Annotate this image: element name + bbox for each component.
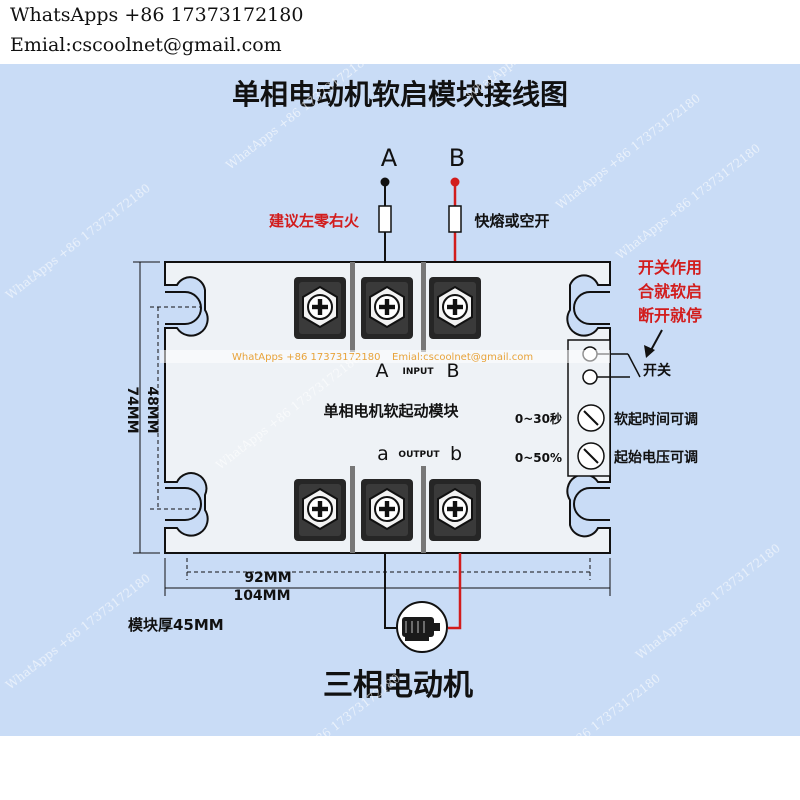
watermark-7: WhatApps +86 17373172180 bbox=[633, 541, 783, 662]
dim-width-outer: 104MM bbox=[233, 588, 290, 604]
output-text: OUTPUT bbox=[398, 450, 440, 460]
time-range: 0~30秒 bbox=[515, 411, 562, 426]
switch-label: 开关 bbox=[643, 362, 671, 379]
fuse-left-note: 建议左零右火 bbox=[269, 212, 360, 230]
terminal-output-3 bbox=[428, 478, 482, 542]
watermark-3: WhatApps +86 17373172180 bbox=[3, 181, 153, 302]
voltage-range: 0~50% bbox=[515, 451, 562, 465]
input-b-label: B bbox=[449, 144, 465, 172]
dim-height-inner: 48MM bbox=[144, 386, 160, 433]
terminal-input-1 bbox=[293, 276, 347, 340]
banner-whatsapp: WhatApps +86 17373172180 bbox=[232, 352, 380, 363]
banner-email: Emial:cscoolnet@gmail.com bbox=[392, 352, 533, 363]
switch-note-3: 断开就停 bbox=[638, 306, 702, 325]
terminal-input-b: B bbox=[446, 360, 459, 382]
switch-terminal-2 bbox=[582, 369, 598, 385]
mount-slot-bl bbox=[165, 487, 202, 521]
time-label: 软起时间可调 bbox=[614, 411, 698, 428]
motor-icon bbox=[396, 601, 448, 653]
contact-email: Emial:cscoolnet@gmail.com bbox=[10, 34, 282, 56]
switch-note-2: 合就软启 bbox=[638, 282, 702, 301]
terminal-output-1 bbox=[293, 478, 347, 542]
thickness-label: 模块厚45MM bbox=[128, 616, 224, 634]
dim-width-inner: 92MM bbox=[244, 570, 291, 586]
terminal-input-2 bbox=[360, 276, 414, 340]
switch-note-1: 开关作用 bbox=[638, 258, 702, 277]
watermark-9: WhatApps +86 17373172180 bbox=[513, 671, 663, 792]
input-a-label: A bbox=[381, 144, 398, 172]
mount-slot-br bbox=[573, 487, 610, 521]
motor-label: 三相电动机 bbox=[323, 668, 473, 703]
diagram-title: 单相电动机软启模块接线图 bbox=[232, 78, 568, 111]
terminal-output-b: b bbox=[450, 443, 462, 465]
input-b-point bbox=[450, 177, 460, 187]
dim-height-outer: 74MM bbox=[124, 386, 140, 433]
watermark-4: WhatApps +86 17373172180 bbox=[613, 141, 763, 262]
mount-slot-tl bbox=[165, 291, 202, 325]
terminal-output-2 bbox=[360, 478, 414, 542]
mount-slot-tr bbox=[573, 291, 610, 325]
terminal-output-a: a bbox=[377, 443, 389, 465]
watermark-2: WhatApps +86 17373172180 bbox=[553, 91, 703, 212]
module-name: 单相电机软起动模块 bbox=[323, 402, 459, 420]
contact-whatsapp: WhatsApps +86 17373172180 bbox=[10, 4, 304, 26]
input-a-point bbox=[380, 177, 390, 187]
dimension-lines bbox=[133, 261, 611, 596]
module-body bbox=[164, 261, 611, 554]
watermark-1: WhatApps +86 17373172180 bbox=[223, 51, 373, 172]
input-text: INPUT bbox=[403, 367, 435, 377]
fuse-right bbox=[448, 205, 462, 233]
terminal-input-3 bbox=[428, 276, 482, 340]
fuse-right-note: 快熔或空开 bbox=[474, 212, 549, 230]
voltage-label: 起始电压可调 bbox=[613, 449, 698, 466]
terminal-input-a: A bbox=[376, 360, 389, 382]
fuse-left bbox=[378, 205, 392, 233]
watermark-banner bbox=[160, 350, 610, 363]
